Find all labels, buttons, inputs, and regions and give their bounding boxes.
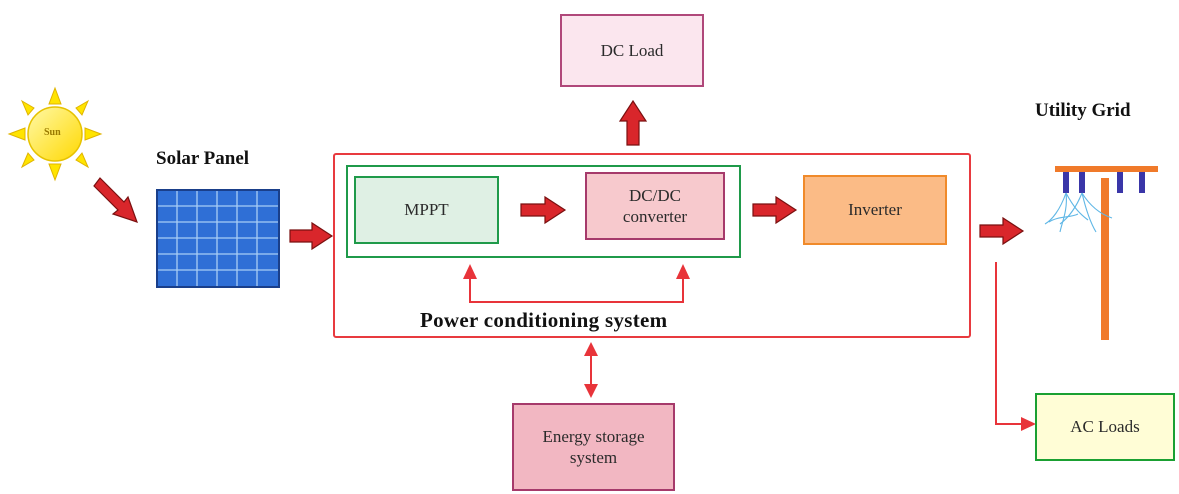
energy-storage-box: Energy storage system (512, 403, 675, 491)
sun-label: Sun (44, 127, 61, 138)
dc-load-label: DC Load (600, 40, 664, 60)
dcdc-label-line1: DC/DC (629, 185, 681, 205)
dc-load-box: DC Load (560, 14, 704, 87)
arrow-panel-to-pcs (289, 221, 334, 251)
energy-storage-label-line1: Energy storage (542, 426, 645, 446)
inverter-label: Inverter (848, 200, 902, 220)
connector-to-ac-loads (995, 262, 1036, 431)
arrow-sun-to-panel (93, 177, 138, 223)
feedback-arrow-to-dcdc (676, 264, 690, 279)
utility-grid-label: Utility Grid (1035, 100, 1131, 121)
solar-panel-label: Solar Panel (156, 148, 250, 169)
feedback-connector (469, 276, 684, 303)
mppt-box: MPPT (354, 176, 499, 244)
utility-pole-icon (1044, 166, 1158, 340)
ac-loads-label: AC Loads (1070, 417, 1140, 437)
arrow-pcs-storage-bidirectional (584, 342, 598, 398)
ac-loads-box: AC Loads (1035, 393, 1175, 461)
sun-icon (7, 86, 103, 182)
solar-panel-icon (156, 189, 280, 288)
energy-storage-label-line2: system (569, 448, 618, 467)
mppt-dcdc-group-outline (346, 165, 741, 258)
arrow-pcs-to-grid (979, 216, 1025, 246)
mppt-label: MPPT (404, 200, 449, 220)
pcs-label: Power conditioning system (420, 308, 668, 332)
feedback-arrow-to-mppt (463, 264, 477, 279)
arrow-mppt-to-dcdc (520, 195, 567, 225)
arrow-to-dc-load (618, 99, 648, 146)
dcdc-converter-box: DC/DC converter (585, 172, 725, 240)
pcs-outline (333, 153, 971, 338)
arrow-dcdc-to-inverter (752, 195, 798, 225)
inverter-box: Inverter (803, 175, 947, 245)
dcdc-label-line2: converter (622, 207, 688, 226)
